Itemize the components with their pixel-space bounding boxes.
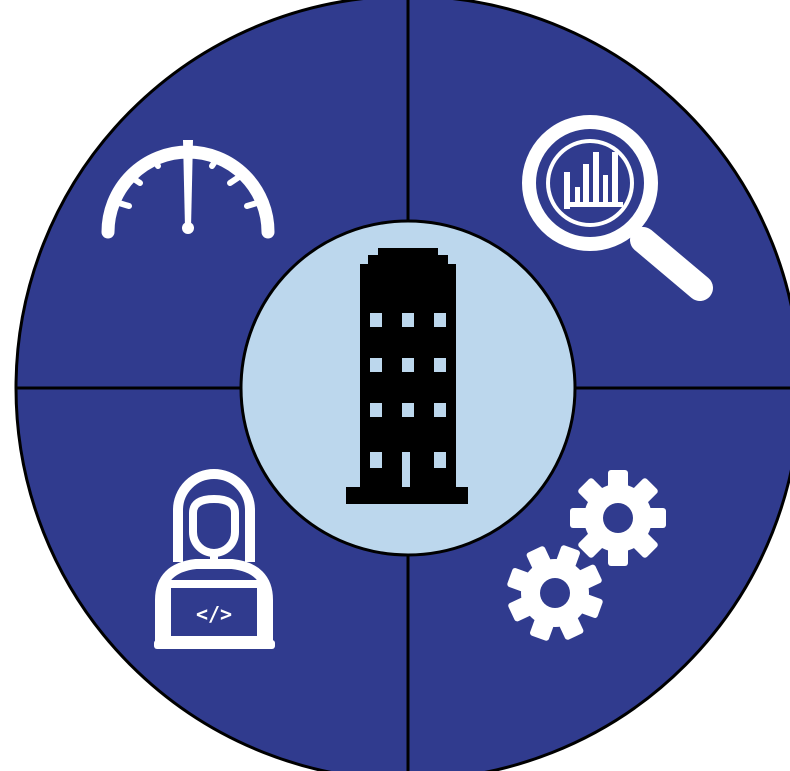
speedometer-icon	[101, 140, 275, 239]
gears-icon	[507, 470, 666, 641]
developer-laptop-icon: </>	[154, 469, 275, 649]
laptop-code-text: </>	[196, 602, 232, 626]
office-building-icon	[346, 248, 468, 504]
magnifier-chart-icon	[522, 115, 713, 301]
